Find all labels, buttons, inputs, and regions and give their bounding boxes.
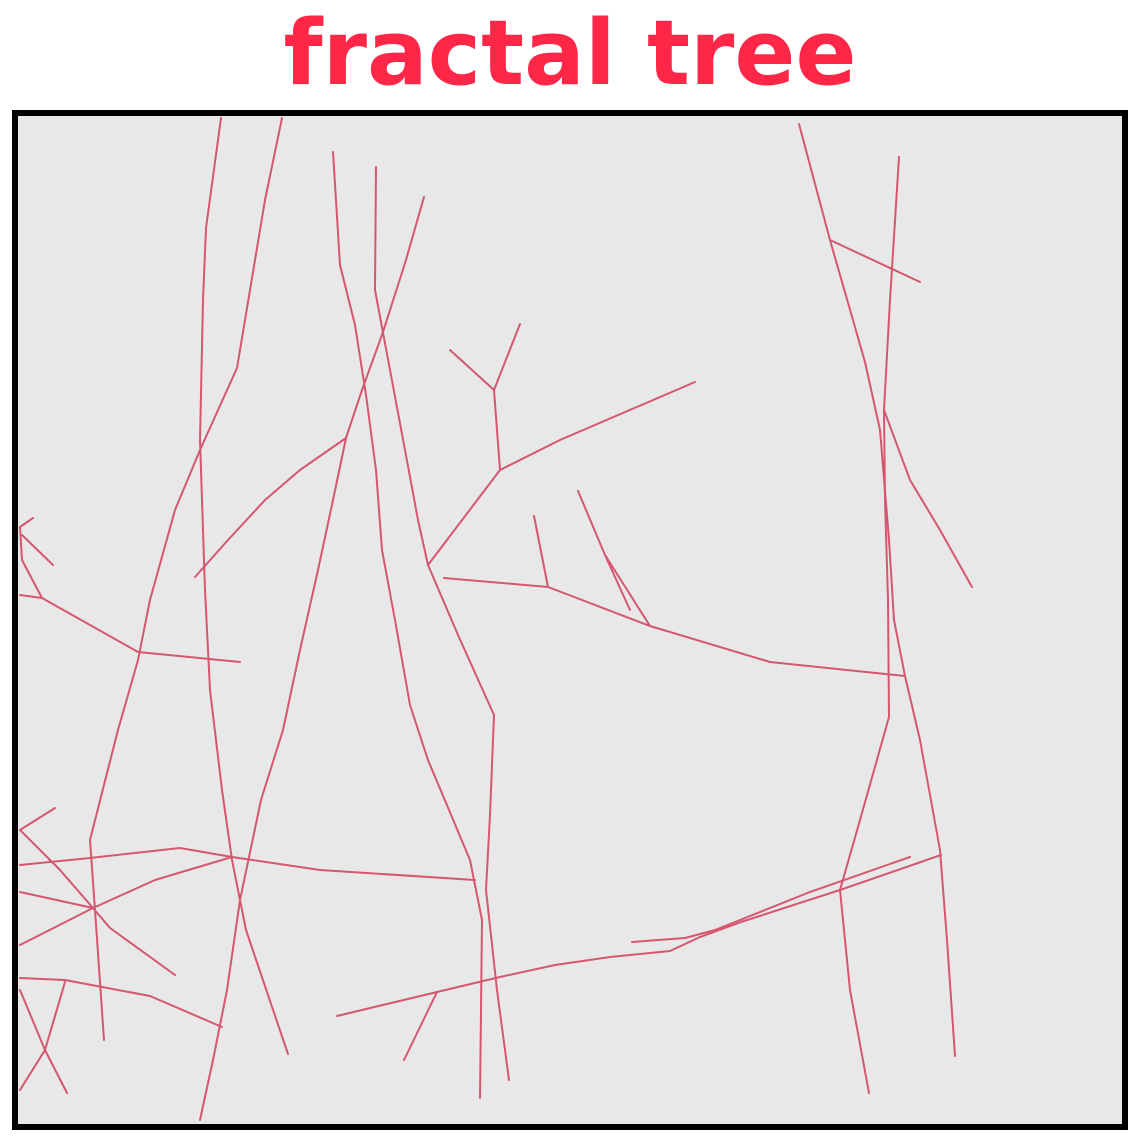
tree-branch	[92, 907, 176, 976]
tree-branch	[332, 151, 483, 1099]
tree-branch	[19, 891, 94, 909]
tree-branch	[829, 239, 921, 283]
tree-branch	[449, 349, 501, 471]
tree-branch	[883, 409, 973, 588]
tree-branch	[199, 196, 425, 1121]
tree-branch	[44, 981, 66, 1051]
tree-branch	[443, 577, 906, 677]
page-title: fractal tree	[283, 1, 857, 106]
tree-branch	[194, 437, 347, 578]
tree-branch	[19, 829, 94, 909]
tree-branch	[839, 156, 900, 1094]
tree-branch	[604, 554, 631, 611]
tree-branch	[336, 854, 942, 1017]
tree-branch	[427, 381, 696, 566]
fractal-tree-drawing	[19, 117, 973, 1121]
tree-branch	[19, 807, 56, 831]
tree-branch	[374, 166, 510, 1081]
tree-branch	[19, 1049, 46, 1091]
tree-branch	[89, 117, 283, 1041]
tree-branch	[798, 123, 956, 1057]
tree-branch	[403, 991, 438, 1061]
tree-branch	[19, 517, 34, 528]
drawing-canvas	[12, 110, 1128, 1130]
tree-branch	[199, 117, 289, 1055]
tree-branch	[493, 323, 521, 391]
tree-branch	[533, 515, 549, 588]
tree-branch	[577, 490, 651, 627]
tree-branch	[19, 856, 233, 946]
tree-branch	[19, 847, 476, 881]
tree-branch	[19, 594, 43, 599]
tree-branch	[19, 977, 223, 1028]
fractal-tree-branches	[19, 117, 973, 1121]
tree-branch	[21, 534, 54, 566]
tree-branch	[631, 856, 911, 943]
